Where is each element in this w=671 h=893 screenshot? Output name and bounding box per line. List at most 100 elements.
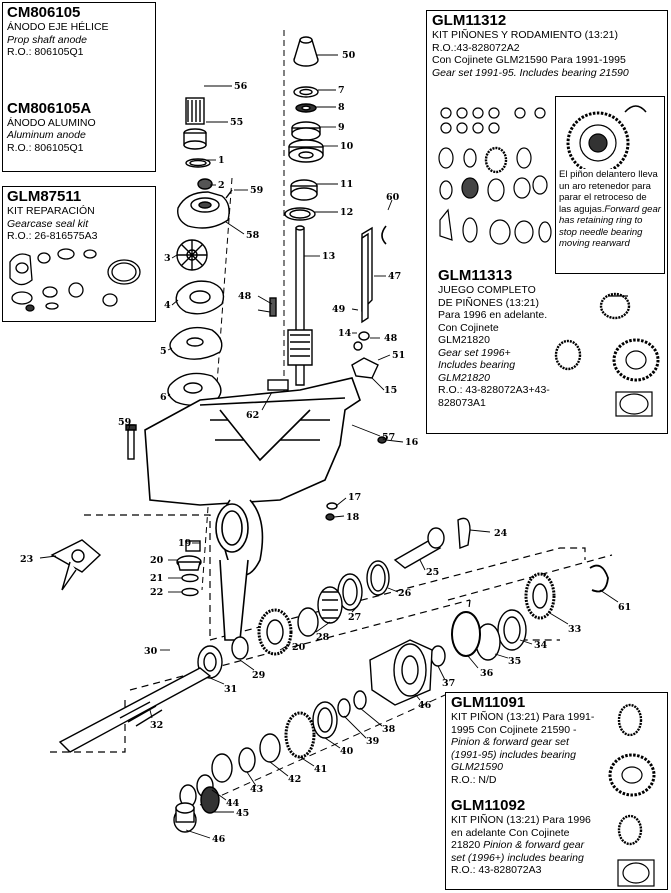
line: R.O.: 43-828072A3+43- xyxy=(438,384,550,396)
callout-33: 33 xyxy=(568,624,581,635)
part-code-glm87511: GLM87511 xyxy=(7,188,82,205)
callout-18: 18 xyxy=(346,512,360,523)
callout-38: 38 xyxy=(382,724,396,735)
callout-32: 32 xyxy=(150,720,163,731)
gear-set-1996-block: GLM11313 JUEGO COMPLETO DE PIÑONES (13:2… xyxy=(438,268,588,409)
anode-box: CM806105 ÁNODO EJE HÉLICE Prop shaft ano… xyxy=(2,2,156,172)
callout-9: 9 xyxy=(338,122,345,133)
line: GLM21820 xyxy=(438,334,490,346)
callout-20: 20 xyxy=(150,555,164,566)
callout-22: 22 xyxy=(150,587,163,598)
line: Includes bearing xyxy=(438,359,516,371)
callout-52: 51 xyxy=(392,350,405,361)
line: GLM21590 xyxy=(451,761,503,773)
part-desc-es: ÁNODO EJE HÉLICE xyxy=(7,21,109,33)
callout-15: 15 xyxy=(384,385,397,396)
callout-4: 4 xyxy=(164,300,171,311)
callout-13: 13 xyxy=(322,251,335,262)
callout-60: 60 xyxy=(386,192,400,203)
part-code-glm11312: GLM11312 xyxy=(432,12,507,29)
callout-44: 44 xyxy=(226,798,240,809)
callout-41: 41 xyxy=(314,764,327,775)
callout-47: 46 xyxy=(418,700,432,711)
callout-28: 28 xyxy=(316,632,330,643)
callout-14: 14 xyxy=(338,328,352,339)
callout-46: 46 xyxy=(212,834,226,845)
line: GLM21820 xyxy=(438,371,490,384)
callout-12: 12 xyxy=(340,207,353,218)
part-ro: R.O.:43-828072A2 xyxy=(432,41,520,54)
part-desc-en: Prop shaft anode xyxy=(7,33,87,46)
line-part: 21820 xyxy=(451,839,481,851)
callout-42: 42 xyxy=(288,774,301,785)
callout-39: 39 xyxy=(366,736,380,747)
callout-40: 40 xyxy=(340,746,354,757)
callout-25: 25 xyxy=(426,567,439,578)
line: KIT PIÑON (13:21) Para 1991- xyxy=(451,711,595,723)
callout-34: 34 xyxy=(534,640,548,651)
callout-6: 6 xyxy=(160,392,167,403)
pinion-kit-box: GLM11091 KIT PIÑON (13:21) Para 1991- 19… xyxy=(445,692,668,890)
callout-54: 55 xyxy=(230,117,243,128)
part-desc-en: Aluminum anode xyxy=(7,129,86,141)
gear-set-box: GLM11312 KIT PIÑONES Y RODAMIENTO (13:21… xyxy=(426,10,668,434)
line: 1995 Con Cojinete 21590 - xyxy=(451,723,577,736)
line: Para 1996 en adelante. xyxy=(438,309,548,321)
callout-29: 29 xyxy=(252,670,266,681)
callout-62: 62 xyxy=(246,410,259,421)
callout-58: 59 xyxy=(250,185,264,196)
callout-23: 23 xyxy=(20,554,33,565)
part-code-glm11313: GLM11313 xyxy=(438,267,513,284)
part-desc-en: Gear set 1991-95. Includes bearing 21590 xyxy=(432,66,629,79)
callout-2: 2 xyxy=(218,180,225,191)
callout-50b: 49 xyxy=(332,304,346,315)
line: R.O.: N/D xyxy=(451,773,497,786)
callout-37: 37 xyxy=(442,678,455,689)
callout-20b: 20 xyxy=(292,642,306,653)
part-code-cm806105a: CM806105A xyxy=(7,99,92,117)
callout-31: 31 xyxy=(224,684,237,695)
callout-1: 1 xyxy=(218,155,225,166)
line: 828073A1 xyxy=(438,396,486,409)
callout-61: 61 xyxy=(618,602,631,613)
line: set (1996+) includes bearing xyxy=(451,851,584,864)
callout-3: 3 xyxy=(164,253,171,264)
callout-48: 47 xyxy=(388,271,401,282)
line: Gear set 1996+ xyxy=(438,346,511,359)
part-desc-es: KIT REPARACIÓN xyxy=(7,205,95,217)
line-part: Pinion & forward gear xyxy=(483,839,585,851)
part-desc-es: KIT PIÑONES Y RODAMIENTO (13:21) xyxy=(432,29,618,41)
part-code-glm11092: GLM11092 xyxy=(451,797,526,814)
part-code-glm11091: GLM11091 xyxy=(451,694,526,711)
part-code-cm806105: CM806105 xyxy=(7,4,81,21)
callout-59: 59 xyxy=(118,417,132,428)
callout-21: 21 xyxy=(150,573,163,584)
callout-51: 50 xyxy=(342,50,356,61)
line: JUEGO COMPLETO xyxy=(438,284,536,296)
forward-gear-note: El piñon delantero lleva un aro retenedo… xyxy=(555,96,665,274)
part-bearing-es: Con Cojinete GLM21590 Para 1991-1995 xyxy=(432,54,626,66)
line: Pinion & forward gear set xyxy=(451,736,569,748)
callout-16: 16 xyxy=(405,437,419,448)
callout-10: 10 xyxy=(340,141,354,152)
line: DE PIÑONES (13:21) xyxy=(438,296,539,309)
part-ro: R.O.: 26-816575A3 xyxy=(7,230,98,242)
callout-35: 35 xyxy=(508,656,521,667)
callout-55: 56 xyxy=(234,81,248,92)
callout-56: 57 xyxy=(382,432,395,443)
line: 21820 Pinion & forward gear xyxy=(451,839,662,852)
line: R.O.: 43-828072A3 xyxy=(451,864,542,876)
part-desc-es: ÁNODO ALUMINO xyxy=(7,116,96,129)
callout-11: 11 xyxy=(340,179,353,190)
callout-45: 45 xyxy=(236,808,249,819)
line: en adelante Con Cojinete xyxy=(451,826,570,839)
part-ro: R.O.: 806105Q1 xyxy=(7,141,84,154)
callout-57: 58 xyxy=(246,230,260,241)
callout-7: 7 xyxy=(338,85,345,96)
line: Con Cojinete xyxy=(438,321,499,334)
callout-36: 36 xyxy=(480,668,494,679)
callout-5: 5 xyxy=(160,346,167,357)
callout-50: 48 xyxy=(238,291,252,302)
callout-8: 8 xyxy=(338,102,345,113)
